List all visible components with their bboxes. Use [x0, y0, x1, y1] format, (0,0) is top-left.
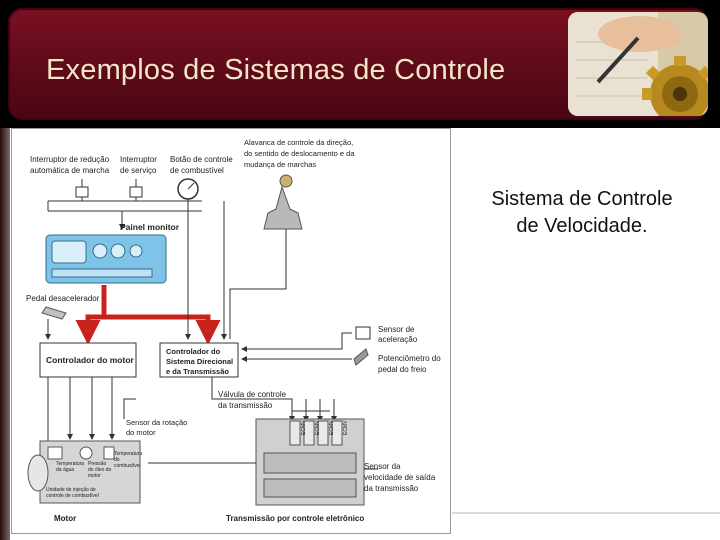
label-interruptor-servico: Interruptor de serviço	[120, 155, 159, 175]
label-interruptor-reducao: Interruptor de redução automática de mar…	[30, 155, 111, 175]
caption-line-2: de Velocidade.	[516, 215, 648, 237]
label-temp-agua: Temperatura da água	[56, 461, 85, 473]
label-sensor-aceleracao: Sensor de aceleração	[378, 325, 418, 344]
svg-text:ECMV: ECMV	[315, 420, 321, 435]
brake-pot-icon	[353, 348, 369, 366]
label-controlador-motor: Controlador do motor	[46, 355, 135, 365]
label-potenciometro: Potenciômetro do pedal do freio	[378, 354, 443, 374]
label-sensor-velocidade: Sensor da velocidade de saída da transmi…	[364, 462, 437, 493]
label-pedal-desacelerador: Pedal desacelerador	[26, 294, 100, 303]
slide-title: Exemplos de Sistemas de Controle	[46, 54, 506, 86]
transmission-controller-box	[159, 342, 239, 378]
engine-block-icon	[27, 440, 141, 504]
engine-controller-box	[39, 342, 137, 378]
valve-arrows	[289, 399, 337, 422]
label-controlador-sistema: Controlador do Sistema Direcional e da T…	[166, 347, 235, 376]
pedal-icon	[41, 306, 67, 320]
label-painel-monitor: Painel monitor	[120, 222, 180, 232]
fuel-dial-icon	[177, 178, 199, 200]
svg-text:ECMV: ECMV	[329, 420, 335, 435]
label-transmissao: Transmissão por controle eletrônico	[226, 514, 364, 523]
monitor-panel-icon	[45, 234, 167, 284]
label-sensor-rotacao: Sensor da rotação do motor	[126, 418, 189, 437]
slide-caption: Sistema de Controle de Velocidade.	[462, 186, 702, 240]
switch-reducao-icon	[75, 179, 89, 198]
svg-text:ECMV: ECMV	[301, 420, 307, 435]
accel-sensor-icon	[355, 326, 371, 340]
label-botao-combustivel: Botão de controle de combustível	[170, 155, 235, 175]
title-bar: Exemplos de Sistemas de Controle	[0, 0, 720, 128]
decorative-photo	[568, 12, 708, 116]
joystick-icon	[263, 174, 303, 230]
label-unidade-injecao: Unidade de injeção de controle de combus…	[46, 487, 99, 499]
transmission-icon	[255, 418, 365, 506]
caption-line-1: Sistema de Controle	[491, 188, 673, 210]
diagram-svg: Interruptor de redução automática de mar…	[26, 138, 443, 523]
speed-control-diagram: Interruptor de redução automática de mar…	[11, 128, 451, 534]
footer-divider	[452, 512, 720, 514]
ecmv-labels: ECMV ECMV ECMV ECMV	[301, 420, 349, 435]
data-link-arrows	[75, 285, 221, 345]
left-edge-strip	[0, 128, 10, 540]
svg-text:ECMV: ECMV	[343, 420, 349, 435]
label-pressao-oleo: Pressão do óleo do motor	[88, 461, 113, 479]
label-valvula: Válvula de controle da transmissão	[218, 390, 288, 410]
label-alavanca: Alavanca de controle da direção, do sent…	[244, 138, 357, 169]
label-temp-combustivel: Temperatura do combustível	[114, 451, 143, 469]
switch-servico-icon	[129, 179, 143, 198]
label-motor: Motor	[54, 514, 76, 523]
